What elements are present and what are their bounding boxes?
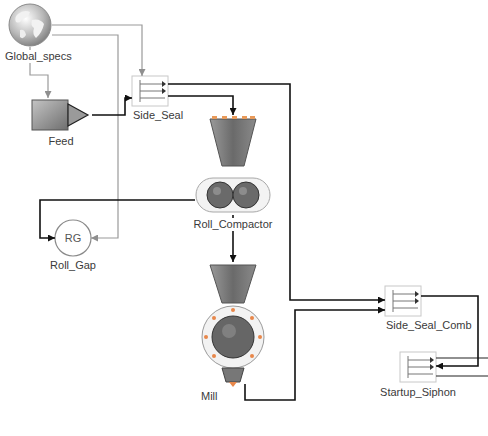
unit-label: Side_Seal — [132, 109, 184, 122]
mill-node: Mill — [200, 262, 266, 384]
material-stream — [92, 98, 132, 115]
material-stream — [245, 310, 385, 400]
unit-label: Mill — [200, 390, 219, 403]
unit-label: Startup_Siphon — [379, 386, 457, 399]
splitter-node: Startup_Siphon — [400, 352, 436, 382]
controller-node: RGRoll_Gap — [55, 220, 91, 256]
unit-label: Roll_Compactor — [193, 218, 274, 231]
unit-label: Global_specs — [4, 50, 73, 63]
unit-label: Side_Seal_Comb — [385, 319, 473, 332]
global-specs-node: Global_specs — [8, 3, 52, 47]
unit-label: Roll_Gap — [49, 259, 97, 272]
splitter-node: Side_Seal_Comb — [385, 286, 421, 316]
material-stream — [168, 84, 385, 300]
roll-compactor-node: Roll_Compactor — [195, 115, 271, 215]
unit-label: Feed — [47, 135, 74, 148]
splitter-node: Side_Seal — [132, 76, 168, 106]
controller-tag: RG — [65, 232, 82, 245]
material-stream — [40, 200, 195, 238]
feed-node: Feed — [30, 98, 92, 132]
